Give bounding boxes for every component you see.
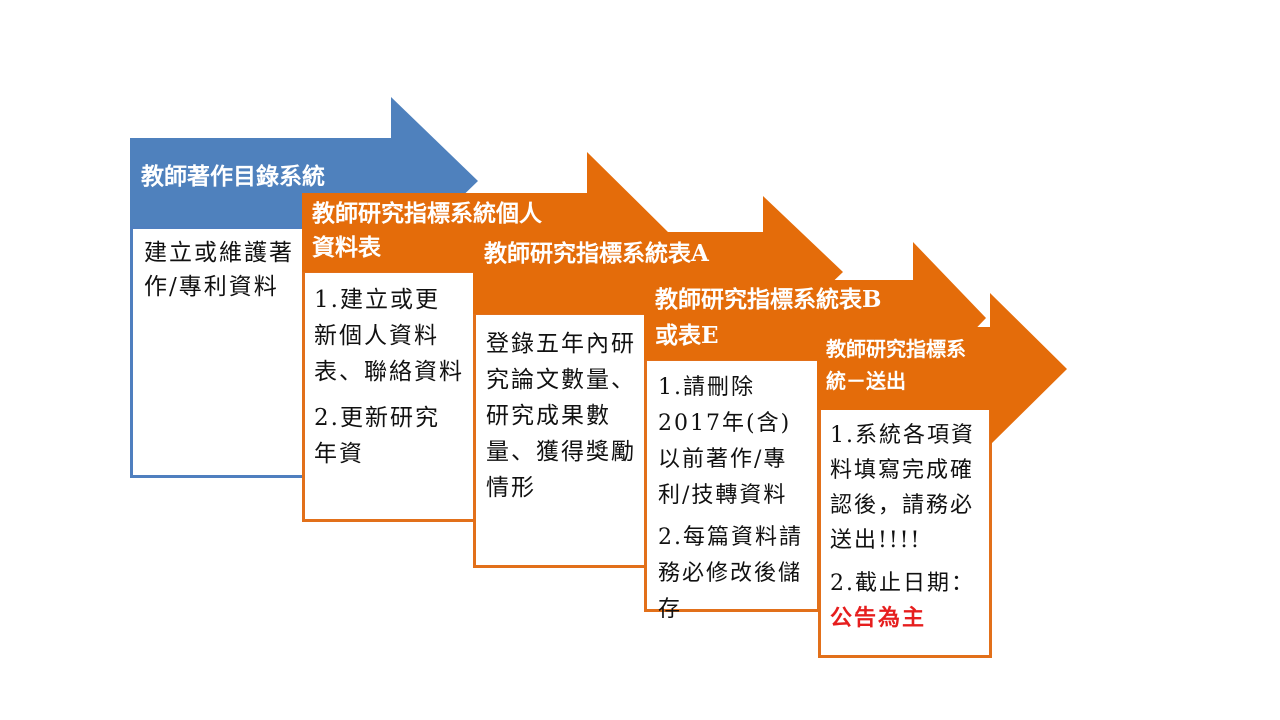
step4-item-2: 2.每篇資料請務必修改後儲存 — [658, 525, 803, 622]
step5-content-box — [818, 402, 992, 658]
step5-arrow-shape — [817, 293, 1067, 445]
step1-item-1: 建立或維護著作/專利資料 — [144, 240, 294, 300]
step5-title: 教師研究指標系統－送出 — [826, 337, 966, 393]
step5-content: 1.系統各項資料填寫完成確認後，請務必送出!!!! 2.截止日期： 公告為主 — [830, 418, 980, 636]
step1-content-box — [130, 226, 310, 478]
step2-title: 教師研究指標系統個人資料表 — [312, 200, 542, 261]
step4-content: 1.請刪除2017年(含)以前著作/專利/技轉資料 2.每篇資料請務必修改後儲存 — [658, 370, 808, 628]
step5-item-2: 2.截止日期： — [830, 571, 975, 596]
step2-item-1: 1.建立或更新個人資料表、聯絡資料 — [314, 287, 464, 385]
step5-deadline-highlight: 公告為主 — [830, 605, 927, 631]
step4-title: 教師研究指標系統表B或表E — [655, 286, 882, 349]
step5-item-1: 1.系統各項資料填寫完成確認後，請務必送出!!!! — [830, 423, 975, 553]
step1-title: 教師著作目錄系統 — [141, 163, 325, 190]
step3-title: 教師研究指標系統表A — [484, 240, 709, 267]
step2-item-2: 2.更新研究年資 — [314, 405, 440, 467]
step3-content: 登錄五年內研究論文數量、研究成果數量、獲得獎勵情形 — [486, 326, 638, 506]
step3-item-1: 登錄五年內研究論文數量、研究成果數量、獲得獎勵情形 — [486, 331, 636, 501]
step2-content: 1.建立或更新個人資料表、聯絡資料 2.更新研究年資 — [314, 282, 464, 472]
step4-item-1: 1.請刪除2017年(含)以前著作/專利/技轉資料 — [658, 375, 792, 508]
step1-content: 建立或維護著作/專利資料 — [144, 236, 294, 304]
